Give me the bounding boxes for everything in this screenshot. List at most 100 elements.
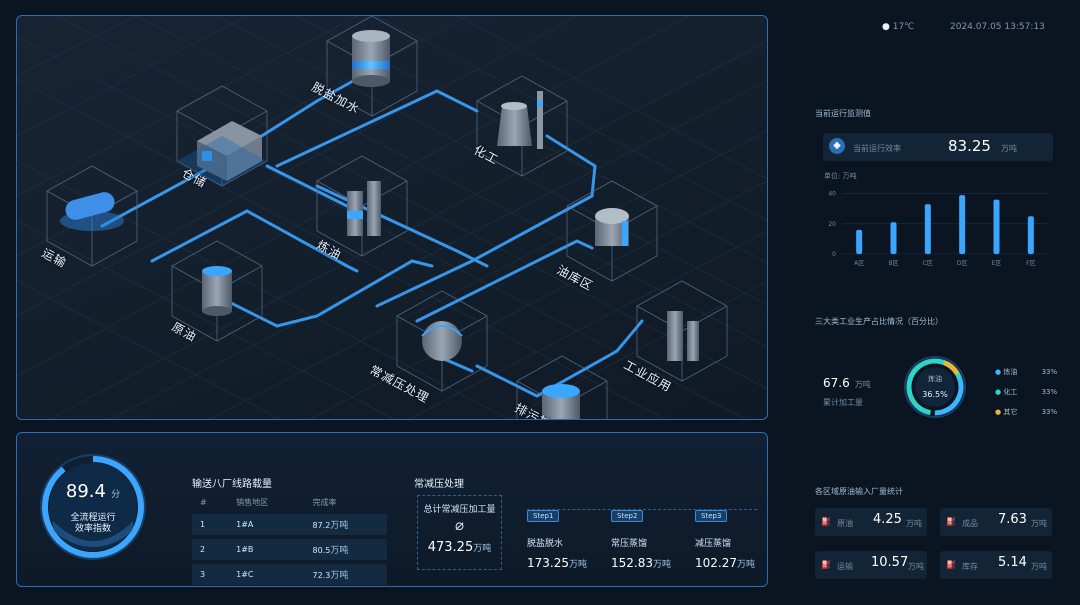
donut-center-value: 36.5% — [922, 390, 948, 399]
bar[interactable] — [993, 199, 1000, 254]
process-total-label: 总计常减压加工量 — [423, 505, 496, 515]
stat-card[interactable]: ⛽ 成品 7.63 万吨 — [940, 508, 1052, 536]
legend-item[interactable]: ● 化工 33% — [995, 382, 1057, 402]
process-title: 常减压处理 — [414, 479, 464, 490]
bar-ytick-label: 20 — [828, 221, 836, 228]
efficiency-gauge-ring — [40, 454, 146, 560]
header-datetime: 2024.07.05 13:57:13 — [950, 22, 1045, 32]
delivery-col-no: # — [200, 498, 207, 507]
sphere-tank-icon: ⌀ — [454, 516, 465, 534]
row-value: 80.5 — [312, 546, 331, 555]
stat-value: 5.14 — [998, 555, 1027, 570]
legend-value: 33% — [1041, 408, 1058, 416]
legend-dot-icon: ● — [995, 388, 1002, 396]
stat-icon: ⛽ — [821, 560, 831, 569]
legend-value: 33% — [1041, 368, 1058, 376]
step1-name: 脱盐脱水 — [527, 539, 564, 549]
row-value: 87.2 — [312, 521, 331, 530]
droplet-icon: ◆ — [829, 138, 845, 154]
stat-icon: ⛽ — [946, 560, 956, 569]
donut-summary-label: 累计加工量 — [823, 398, 863, 407]
row-no: 1 — [192, 514, 229, 535]
bar-category-label: A区 — [854, 260, 864, 267]
weather-dot-icon: ● — [882, 22, 890, 32]
table-row[interactable]: 1 1#A 87.2万吨 — [192, 514, 387, 535]
step1-tag: Step1 — [527, 510, 560, 522]
step3-value: 102.27 — [695, 556, 737, 570]
row-unit: 万吨 — [330, 571, 349, 581]
donut-segment-refining — [906, 358, 964, 416]
legend-dot-icon: ● — [995, 408, 1002, 416]
bar[interactable] — [856, 229, 863, 254]
step2-value: 152.83 — [611, 556, 653, 570]
kpi-unit: 万吨 — [1001, 144, 1017, 153]
donut-center-label: 炼油 — [928, 375, 942, 383]
row-value-cell: 72.3万吨 — [304, 564, 387, 585]
efficiency-gauge: 89.4 分 全流程运行 效率指数 — [37, 451, 149, 563]
legend-item[interactable]: ● 其它 33% — [995, 402, 1057, 422]
stat-card[interactable]: ⛽ 原油 4.25 万吨 — [815, 508, 927, 536]
region-title: 各区域原油输入厂量统计 — [815, 487, 903, 496]
table-row[interactable]: 3 1#C 72.3万吨 — [192, 564, 387, 585]
kpi-card[interactable]: ◆ 当前运行效率 83.25 万吨 — [823, 133, 1053, 161]
kpi-label: 当前运行效率 — [853, 144, 901, 153]
stat-value: 10.57 — [871, 555, 909, 570]
bar-ytick-label: 40 — [828, 191, 836, 198]
stat-unit: 万吨 — [1031, 519, 1047, 528]
table-row[interactable]: 2 1#B 80.5万吨 — [192, 539, 387, 560]
scene-canvas — [17, 16, 767, 419]
row-region: 1#A — [228, 514, 305, 535]
weather-temp: 17℃ — [892, 22, 915, 32]
step3: Step3 减压蒸馏 102.27万吨 — [695, 503, 755, 571]
floor-grid — [17, 16, 767, 419]
bar-category-label: E区 — [992, 260, 1002, 267]
process-total-unit: 万吨 — [473, 544, 492, 554]
stat-card[interactable]: ⛽ 运输 10.57 万吨 — [815, 551, 927, 579]
stat-name: 成品 — [962, 519, 978, 528]
gauge-label-line2: 效率指数 — [74, 524, 111, 534]
step2: Step2 常压蒸馏 152.83万吨 — [611, 503, 671, 571]
bottom-stats-panel: 89.4 分 全流程运行 效率指数 输送八厂线路载量 # 销售地区 完成率 1 … — [16, 432, 768, 587]
donut-legend: ● 炼油 33% ● 化工 33% ● 其它 33% — [995, 362, 1057, 422]
process-total-value: 473.25 — [427, 540, 474, 555]
right-panel: ● 17℃ 2024.07.05 13:57:13 当前运行监测值 ◆ 当前运行… — [790, 0, 1080, 605]
bar[interactable] — [890, 222, 897, 254]
step1-unit: 万吨 — [569, 560, 588, 570]
bar-category-label: B区 — [888, 260, 898, 267]
weather: ● 17℃ — [882, 22, 914, 32]
gauge-label: 全流程运行 效率指数 — [37, 513, 149, 535]
row-unit: 万吨 — [330, 546, 349, 556]
bar[interactable] — [959, 195, 966, 254]
step2-tag: Step2 — [611, 510, 644, 522]
gauge-value: 89.4 — [65, 481, 106, 502]
process-total-box: 总计常减压加工量 ⌀ 473.25万吨 — [417, 495, 502, 570]
chart-unit: 单位: 万吨 — [824, 172, 857, 180]
process-scene-panel: 脱盐加水 仓储 化工 运输 炼油 油库区 原油 常减压处理 工业应用 排污加水 — [16, 15, 768, 420]
donut-summary-unit: 万吨 — [854, 380, 871, 389]
bar[interactable] — [924, 204, 931, 254]
stat-icon: ⛽ — [946, 517, 956, 526]
step2-name: 常压蒸馏 — [611, 539, 648, 549]
gauge-unit: 分 — [111, 490, 121, 500]
legend-item[interactable]: ● 炼油 33% — [995, 362, 1057, 382]
share-title: 三大类工业生产占比情况（百分比） — [815, 317, 943, 326]
step3-unit: 万吨 — [737, 560, 756, 570]
stat-card[interactable]: ⛽ 库存 5.14 万吨 — [940, 551, 1052, 579]
bar-category-label: D区 — [957, 260, 968, 267]
stat-name: 运输 — [837, 562, 853, 571]
stat-unit: 万吨 — [906, 519, 922, 528]
bar-category-label: C区 — [923, 260, 933, 267]
row-region: 1#B — [228, 539, 305, 560]
bar-category-label: F区 — [1026, 260, 1035, 267]
gauge-label-line1: 全流程运行 — [70, 513, 116, 523]
step1: Step1 脱盐脱水 173.25万吨 — [527, 503, 587, 571]
stat-value: 7.63 — [998, 512, 1027, 527]
bar-marks: A区 B区 C区 D区 E区 F区 — [854, 195, 1036, 267]
bar[interactable] — [1027, 216, 1034, 254]
stat-unit: 万吨 — [908, 562, 924, 571]
row-value-cell: 87.2万吨 — [304, 514, 387, 535]
delivery-title: 输送八厂线路载量 — [192, 479, 272, 490]
row-no: 2 — [192, 539, 229, 560]
